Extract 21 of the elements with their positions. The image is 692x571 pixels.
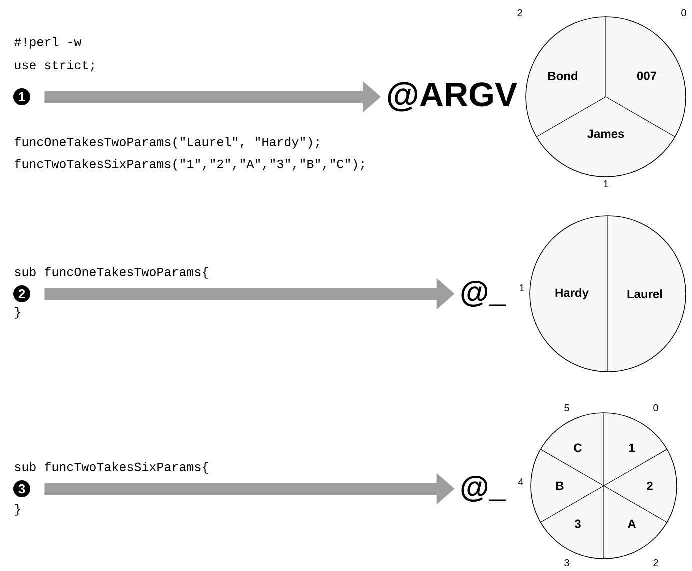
array-pie: Hardy Laurel (530, 215, 686, 373)
array-name: @_ (462, 280, 506, 308)
array-name: @ARGV (388, 82, 518, 112)
index-number: 5 (564, 404, 570, 412)
code-line: funcTwoTakesSixParams("1","2","A","3","B","C"); (15, 159, 364, 171)
array-pie: C 1 B 2 3 A (530, 412, 678, 560)
index-number: 0 (654, 404, 658, 412)
array-name: @_ (462, 476, 506, 502)
index-number: 3 (564, 559, 570, 567)
index-number: 1 (520, 284, 524, 292)
callout-number: 3 (14, 480, 30, 498)
callout-number: 2 (14, 286, 30, 302)
index-number: 0 (682, 9, 686, 17)
index-number: 2 (518, 10, 522, 16)
index-number: 4 (518, 478, 524, 486)
index-number: 2 (654, 560, 658, 566)
callout-number: 1 (14, 88, 30, 106)
array-pie: Bond 007 James (526, 16, 686, 178)
code-line: use strict; (15, 60, 94, 72)
index-number: 1 (604, 180, 608, 188)
code-line: funcOneTakesTwoParams("Laurel", "Hardy"); (15, 137, 319, 149)
